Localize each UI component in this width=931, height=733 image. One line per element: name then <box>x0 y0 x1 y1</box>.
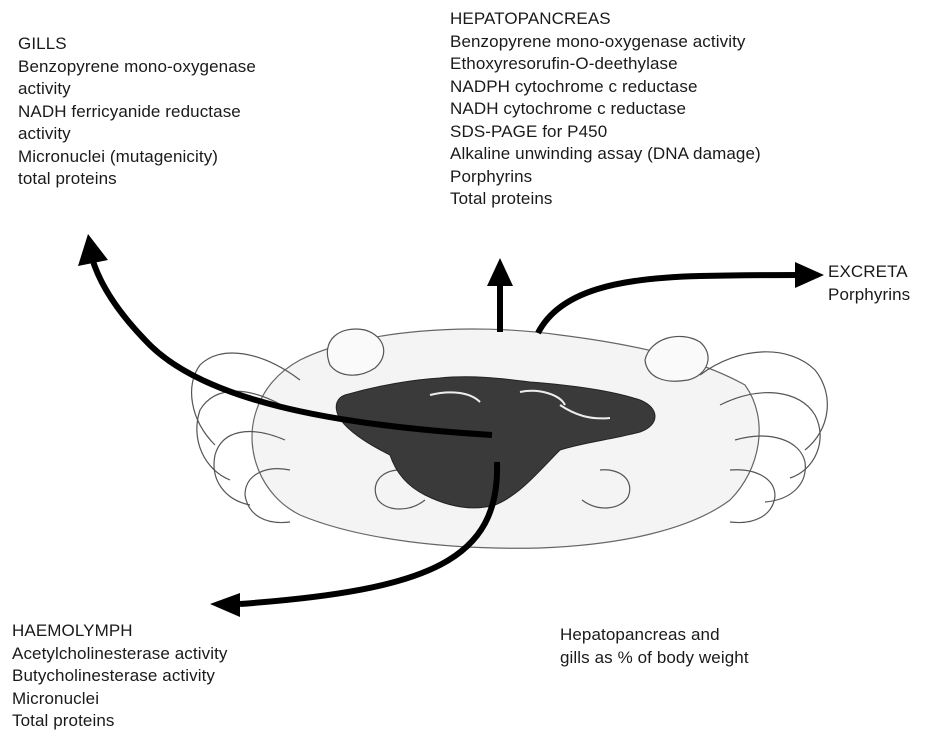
crab-right-claw <box>645 336 708 381</box>
hepatopancreas-item: Total proteins <box>450 188 761 211</box>
arrowhead-excreta <box>795 262 824 288</box>
hepatopancreas-heading: HEPATOPANCREAS <box>450 8 761 31</box>
gills-item: activity <box>18 78 256 101</box>
gills-item: Benzopyrene mono-oxygenase <box>18 56 256 79</box>
hepatopancreas-label-block: HEPATOPANCREAS Benzopyrene mono-oxygenas… <box>450 8 761 211</box>
hepatopancreas-item: Porphyrins <box>450 166 761 189</box>
hepatopancreas-item: NADPH cytochrome c reductase <box>450 76 761 99</box>
note-line: gills as % of body weight <box>560 647 749 670</box>
hepatopancreas-item: NADH cytochrome c reductase <box>450 98 761 121</box>
haemolymph-label-block: HAEMOLYMPH Acetylcholinesterase activity… <box>12 620 228 733</box>
haemolymph-heading: HAEMOLYMPH <box>12 620 228 643</box>
haemolymph-item: Butycholinesterase activity <box>12 665 228 688</box>
gills-item: activity <box>18 123 256 146</box>
arrowhead-haemolymph <box>210 593 240 617</box>
hepatopancreas-item: Alkaline unwinding assay (DNA damage) <box>450 143 761 166</box>
excreta-label-block: EXCRETA Porphyrins <box>828 261 910 306</box>
gills-item: total proteins <box>18 168 256 191</box>
body-weight-note: Hepatopancreas and gills as % of body we… <box>560 624 749 669</box>
haemolymph-item: Micronuclei <box>12 688 228 711</box>
note-line: Hepatopancreas and <box>560 624 749 647</box>
arrow-to-excreta <box>538 275 800 333</box>
hepatopancreas-item: Benzopyrene mono-oxygenase activity <box>450 31 761 54</box>
arrowhead-gills <box>78 234 108 266</box>
gills-label-block: GILLS Benzopyrene mono-oxygenase activit… <box>18 33 256 191</box>
arrowhead-hepatopancreas <box>487 258 513 286</box>
crab-left-claw <box>327 329 383 375</box>
haemolymph-item: Acetylcholinesterase activity <box>12 643 228 666</box>
hepatopancreas-item: Ethoxyresorufin-O-deethylase <box>450 53 761 76</box>
excreta-heading: EXCRETA <box>828 261 910 284</box>
haemolymph-item: Total proteins <box>12 710 228 733</box>
gills-item: NADH ferricyanide reductase <box>18 101 256 124</box>
excreta-item: Porphyrins <box>828 284 910 307</box>
hepatopancreas-item: SDS-PAGE for P450 <box>450 121 761 144</box>
gills-item: Micronuclei (mutagenicity) <box>18 146 256 169</box>
gills-heading: GILLS <box>18 33 256 56</box>
